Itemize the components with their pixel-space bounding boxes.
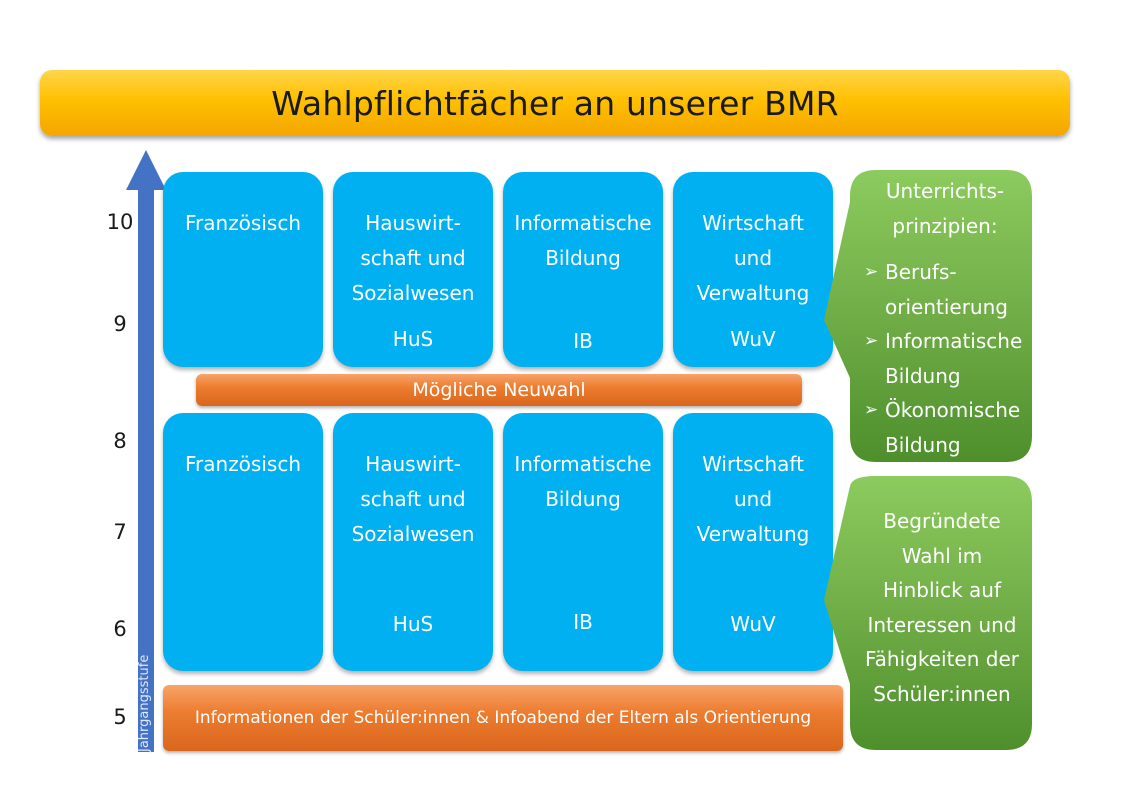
orientation-label: Informationen der Schüler:innen & Infoab… [194,708,812,728]
arrow-bullet-icon: ➢ [864,262,879,282]
subject-tile-hus-lower: Hauswirt- schaft und Sozialwesen HuS [333,413,493,671]
title-banner: Wahlpflichtfächer an unserer BMR [40,70,1070,136]
callout-shape [824,476,1032,750]
grade-label: 8 [113,429,127,453]
grade-label: 7 [113,520,127,544]
orientation-bar: Informationen der Schüler:innen & Infoab… [163,685,843,751]
arrow-bullet-icon: ➢ [864,400,879,420]
subject-name: Informatische Bildung [514,211,652,270]
grade-label: 5 [113,705,127,729]
subject-name: Informatische Bildung [514,452,652,511]
grade-label: 9 [113,312,127,336]
axis-label: Jahrgangsstufe [137,654,152,752]
principle-item: ➢ Berufs- orientierung [864,255,1030,324]
subject-tile-ib-upper: Informatische Bildung IB [503,172,663,367]
principles-heading: Unterrichts- prinzipien: [885,179,1005,238]
reasoning-callout: Begründete Wahl im Hinblick auf Interess… [820,474,1034,754]
subject-tile-wuv-lower: Wirtschaft und Verwaltung WuV [673,413,833,671]
subject-name: Wirtschaft und Verwaltung [696,452,810,546]
subject-tile-franzoesisch-lower: Französisch [163,413,323,671]
principle-item: ➢ Informatische Bildung [864,324,1030,393]
neuwahl-label: Mögliche Neuwahl [412,379,586,401]
neuwahl-bar: Mögliche Neuwahl [196,374,802,406]
subject-tile-hus-upper: Hauswirt- schaft und Sozialwesen HuS [333,172,493,367]
reasoning-text: Begründete Wahl im Hinblick auf Interess… [865,509,1019,706]
grade-label: 10 [106,210,134,234]
subject-abbr: WuV [730,327,776,351]
arrow-bullet-icon: ➢ [864,331,879,351]
subject-abbr: IB [573,610,593,634]
subject-name: Wirtschaft und Verwaltung [696,211,810,305]
principle-item: ➢ Ökonomische Bildung [864,393,1030,462]
page-title: Wahlpflichtfächer an unserer BMR [271,83,839,123]
subject-abbr: HuS [392,327,434,351]
subject-name: Französisch [184,211,301,235]
principles-content: Unterrichts- prinzipien: ➢ Berufs- orien… [864,174,1030,462]
subject-tile-ib-lower: Informatische Bildung IB [503,413,663,671]
subject-abbr: HuS [392,612,434,636]
subject-tile-wuv-upper: Wirtschaft und Verwaltung WuV [673,172,833,367]
subject-name: Französisch [184,452,301,476]
subject-abbr: WuV [730,612,776,636]
subject-name: Hauswirt- schaft und Sozialwesen [351,452,475,546]
principles-callout: Unterrichts- prinzipien: ➢ Berufs- orien… [820,168,1034,466]
subject-name: Hauswirt- schaft und Sozialwesen [351,211,475,305]
grade-axis [138,180,154,752]
grade-label: 6 [113,617,127,641]
subject-tile-franzoesisch-upper: Französisch [163,172,323,367]
subject-abbr: IB [573,329,593,353]
callout-shape [824,170,1032,462]
